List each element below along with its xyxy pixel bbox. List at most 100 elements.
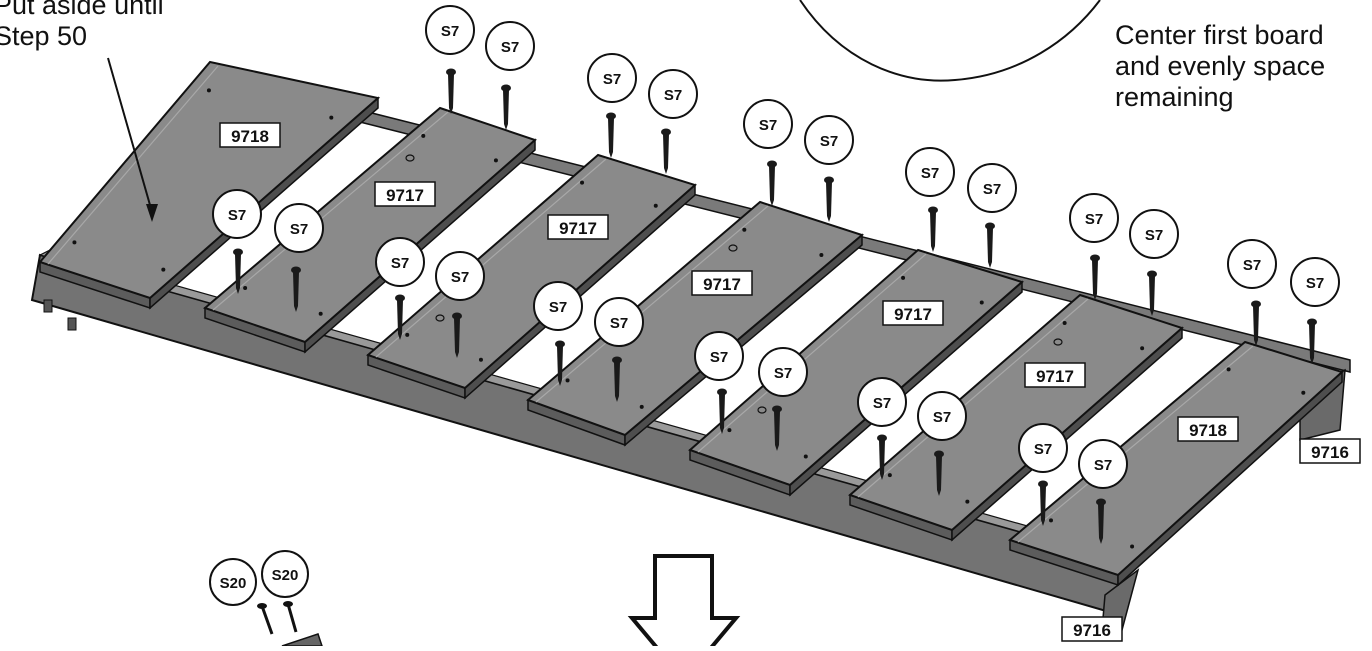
bracket [281,633,324,647]
screw-s7 [233,248,243,294]
fasteners: S7S7S7S7S7S7S7S7S7S7S7S7S7S7S7S7S7S7S7S7… [212,5,1340,544]
callout-s7-text: S7 [873,395,891,412]
callout-s7-text: S7 [391,255,409,272]
screw-s20-right [283,601,298,633]
part-number-text: 9717 [1036,367,1074,386]
callout-s7-text: S7 [759,117,777,134]
callout-s7-text: S7 [603,71,621,88]
screw-s7 [928,206,938,252]
callout-s7-text: S7 [921,165,939,182]
callout-s7: S7 [587,53,637,103]
screw-s7 [395,294,405,340]
pilot-hole [405,154,415,162]
bracket-detail: S20 S20 [209,550,324,647]
callout-s20-left: S20 [209,558,257,606]
frame-9716-right-label: 9716 [1299,438,1361,464]
callout-s7: S7 [1018,423,1068,473]
screw-s7 [1251,300,1261,346]
callout-s7: S7 [533,281,583,331]
pilot-hole [757,406,767,414]
part-number-text: 9717 [559,219,597,238]
screw-s7 [1038,480,1048,526]
screw-s7 [446,68,456,114]
screw-s20-left [257,603,274,635]
board-9718-right-label: 9718 [1177,416,1239,442]
callout-s7: S7 [694,331,744,381]
board-9717-2-label: 9717 [547,214,609,240]
screw-s7 [606,112,616,158]
screw-s7 [824,176,834,222]
callout-s7-text: S7 [228,207,246,224]
callout-s7: S7 [425,5,475,55]
screw-s7 [612,356,622,402]
down-arrow-icon [627,554,741,651]
callout-s7: S7 [212,189,262,239]
put-aside-note: Put aside until Step 50 [0,0,164,52]
callout-s7: S7 [1227,239,1277,289]
callout-s7-text: S7 [983,181,1001,198]
callout-s7-text: S7 [1094,457,1112,474]
callout-s7-text: S7 [1145,227,1163,244]
callout-s7: S7 [375,237,425,287]
screw-s7 [1307,318,1317,364]
callout-s7-text: S7 [451,269,469,286]
screw-s7 [1090,254,1100,300]
callout-s7-text: S7 [1034,441,1052,458]
frame-9716-front-label: 9716 [1061,616,1123,642]
screw-s7 [452,312,462,358]
callout-s7-text: S7 [610,315,628,332]
callout-s7: S7 [1069,193,1119,243]
callout-s7: S7 [857,377,907,427]
screw-s7 [661,128,671,174]
callout-s7: S7 [1078,439,1128,489]
left-foot [43,299,53,313]
board-9717-5 [848,293,1184,542]
board-9717-5-label: 9717 [1024,362,1086,388]
callout-s7: S7 [648,69,698,119]
screw-s7 [772,405,782,451]
callout-s7: S7 [905,147,955,197]
callout-s7: S7 [485,21,535,71]
callout-s7-text: S7 [820,133,838,150]
callout-s7-text: S7 [1085,211,1103,228]
callout-s7: S7 [917,391,967,441]
callout-s7-text: S7 [549,299,567,316]
screw-s7 [717,388,727,434]
board-9717-2 [366,153,697,400]
board-9717-1 [203,106,537,354]
screw-s7 [555,340,565,386]
pilot-hole [1053,338,1063,346]
part-number-text: 9717 [703,275,741,294]
callout-s7: S7 [435,251,485,301]
screw-s7 [291,266,301,312]
left-foot-2 [67,317,77,331]
callout-s7-text: S7 [774,365,792,382]
pilot-hole [435,314,445,322]
callout-s7-text: S7 [710,349,728,366]
pilot-hole [728,244,738,252]
callout-s7: S7 [967,163,1017,213]
screw-s7 [767,160,777,206]
part-number-text: 9716 [1311,443,1349,462]
callout-s7: S7 [594,297,644,347]
put-aside-line-1: Put aside until [0,0,164,20]
callout-s7: S7 [743,99,793,149]
callout-s7-text: S7 [1243,257,1261,274]
screw-s7 [501,84,511,130]
board-9717-4-label: 9717 [882,300,944,326]
callout-s20-right-text: S20 [272,567,299,584]
callout-s7: S7 [804,115,854,165]
part-number-text: 9716 [1073,621,1111,640]
callout-s7-text: S7 [290,221,308,238]
screw-s7 [985,222,995,268]
part-number-text: 9717 [894,305,932,324]
center-board-note: Center first board and evenly space rema… [1115,20,1325,113]
callout-s7-text: S7 [664,87,682,104]
detail-arc [799,0,1101,82]
board-9717-3-label: 9717 [691,270,753,296]
callout-s7: S7 [274,203,324,253]
board-9718-left [38,60,381,310]
